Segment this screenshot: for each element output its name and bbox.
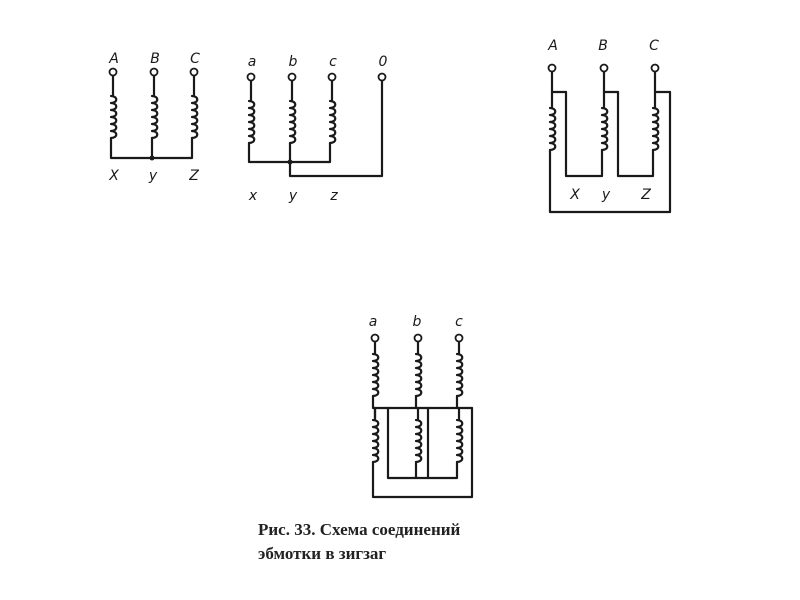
terminal-label-C: C: [649, 38, 659, 54]
lead-wires: [249, 79, 334, 103]
terminal-label-A: A: [547, 38, 558, 54]
zigzag-connection-diagram: a b c: [369, 314, 474, 499]
terminal-label-a: a: [369, 314, 378, 330]
winding-C: [651, 106, 660, 152]
end-label-y: y: [601, 187, 611, 203]
lower-winding-c: [455, 418, 464, 464]
upper-winding-c: [455, 352, 464, 398]
terminal-B: [149, 67, 159, 77]
terminal-B: [599, 63, 609, 73]
end-label-Z: Z: [640, 187, 651, 203]
star-connection-diagram: A B C X y Z: [108, 51, 200, 184]
lower-winding-b: [414, 418, 423, 464]
star-with-neutral-diagram: a b c 0 x y z: [246, 54, 388, 204]
end-label-Z: Z: [188, 168, 199, 184]
terminal-label-b: b: [413, 314, 422, 330]
figure-caption: Рис. 33. Схема соединений эбмотки в зигз…: [258, 518, 460, 566]
end-label-y: y: [148, 168, 158, 184]
lead-wires: [550, 70, 657, 94]
terminal-0: [377, 72, 387, 82]
terminal-label-b: b: [289, 54, 298, 70]
terminal-b: [413, 333, 423, 343]
neutral-bus: [109, 136, 194, 160]
terminal-a: [246, 72, 256, 82]
terminal-label-B: B: [150, 51, 160, 67]
end-label-X: X: [108, 168, 119, 184]
zigzag-cross-links: [371, 394, 474, 410]
caption-line-1: Рис. 33. Схема соединений: [258, 520, 461, 539]
winding-A: [109, 94, 118, 140]
winding-c: [328, 99, 337, 145]
terminal-label-C: C: [190, 51, 200, 67]
end-label-x: x: [248, 188, 258, 204]
coil-leads: [550, 90, 657, 110]
winding-B: [150, 94, 159, 140]
winding-C: [190, 94, 199, 140]
caption-line-2: эбмотки в зигзаг: [258, 544, 387, 563]
delta-link-bc: [616, 90, 655, 178]
upper-winding-b: [414, 352, 423, 398]
neutral-bus: [247, 141, 332, 164]
upper-winding-a: [371, 352, 380, 398]
end-label-X: X: [569, 187, 580, 203]
end-label-z: z: [329, 188, 338, 204]
terminal-label-c: c: [329, 54, 337, 70]
terminal-a: [370, 333, 380, 343]
outer-return: [371, 406, 474, 499]
winding-A: [548, 106, 557, 152]
delta-connection-diagram: A B C X y Z: [547, 38, 672, 214]
lead-wires: [111, 74, 196, 98]
neutral-lead: [288, 79, 384, 178]
lower-coil-leads: [373, 406, 461, 422]
neutral-node: [149, 155, 155, 161]
terminal-C: [189, 67, 199, 77]
terminal-c: [454, 333, 464, 343]
terminal-C: [650, 63, 660, 73]
terminal-label-A: A: [108, 51, 119, 67]
delta-return-wire: [548, 90, 672, 214]
winding-a: [247, 99, 256, 145]
terminal-b: [287, 72, 297, 82]
neutral-join-c: [426, 460, 459, 480]
lower-taps: [373, 406, 430, 420]
terminal-label-c: c: [455, 314, 463, 330]
terminal-A: [547, 63, 557, 73]
lower-winding-a: [371, 418, 380, 464]
delta-link-ab: [564, 90, 604, 178]
terminal-label-0: 0: [379, 54, 388, 70]
winding-b: [288, 99, 297, 145]
terminal-label-B: B: [598, 38, 608, 54]
terminal-c: [327, 72, 337, 82]
end-label-y: y: [288, 188, 298, 204]
terminal-A: [108, 67, 118, 77]
neutral-node: [287, 159, 293, 165]
lead-wires: [373, 340, 461, 356]
terminal-label-a: a: [248, 54, 257, 70]
winding-B: [600, 106, 609, 152]
inner-link: [386, 416, 430, 480]
